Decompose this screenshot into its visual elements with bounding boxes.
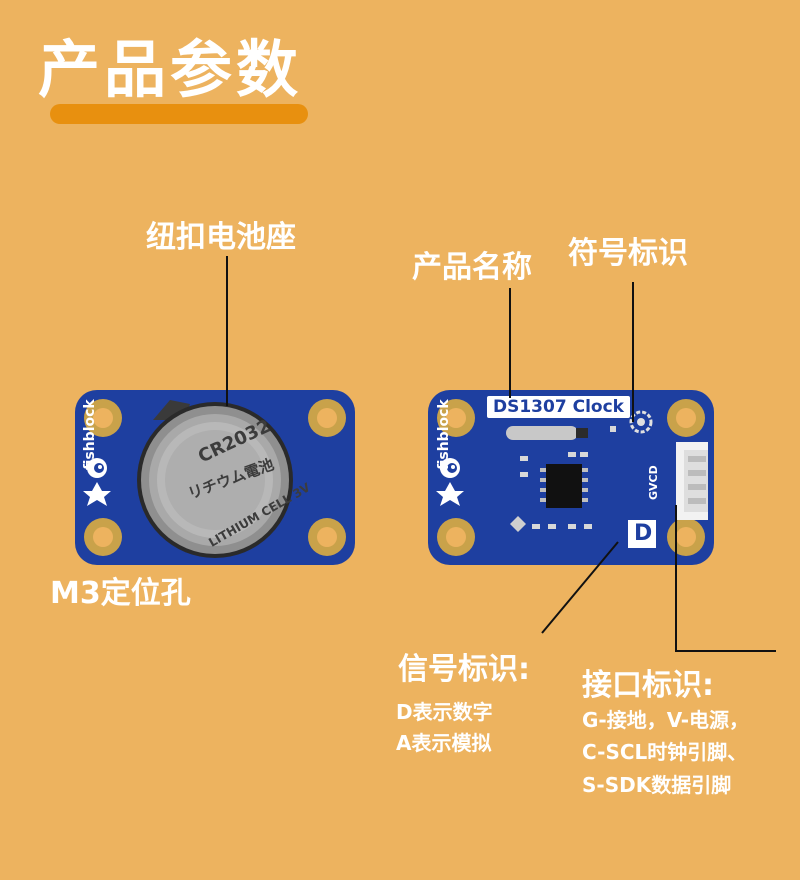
signal-box-icon — [628, 520, 656, 548]
interface-line-2: C-SCL时钟引脚、 — [582, 740, 748, 764]
gear-symbol-icon — [629, 410, 653, 434]
mount-hole-icon — [84, 399, 346, 556]
chip-icon — [540, 464, 588, 508]
signal-letter: D — [634, 521, 653, 546]
battery-holder-label: 纽扣电池座 — [146, 220, 296, 255]
mount-hole-label: M3定位孔 — [50, 576, 191, 611]
right-board-brand: fishblock — [436, 399, 452, 470]
signal-pointer — [541, 541, 619, 634]
left-board-brand: fishblock — [82, 399, 98, 470]
fish-logo-icon — [436, 458, 464, 506]
product-name-pointer — [509, 288, 511, 398]
interface-line-3: S-SDK数据引脚 — [582, 773, 732, 797]
page-title: 产品参数 — [38, 33, 303, 106]
smd-components-icon — [520, 426, 616, 529]
battery-holder-pointer — [226, 256, 228, 406]
interface-line-1: G-接地，V-电源， — [582, 708, 750, 732]
interface-pointer-horizontal — [675, 650, 776, 652]
interface-label-title: 接口标识: — [582, 668, 714, 703]
signal-line-2: A表示模拟 — [396, 731, 492, 755]
diamond-pad-icon — [510, 516, 526, 532]
product-name-silkscreen: DS1307 Clock — [487, 396, 630, 418]
signal-label-title: 信号标识: — [398, 652, 530, 687]
battery-holder-icon — [137, 400, 293, 558]
product-name-label: 产品名称 — [412, 250, 532, 285]
right-board — [428, 390, 714, 565]
symbol-label: 符号标识 — [568, 236, 688, 271]
crystal-icon — [506, 426, 588, 440]
connector-icon — [676, 442, 708, 520]
interface-pointer-vertical — [675, 505, 677, 652]
left-board — [75, 390, 355, 565]
title-underline — [50, 104, 308, 124]
signal-line-1: D表示数字 — [396, 700, 493, 724]
fish-logo-icon — [83, 458, 111, 506]
pin-labels: GVCD — [647, 465, 660, 500]
symbol-pointer — [632, 282, 634, 422]
